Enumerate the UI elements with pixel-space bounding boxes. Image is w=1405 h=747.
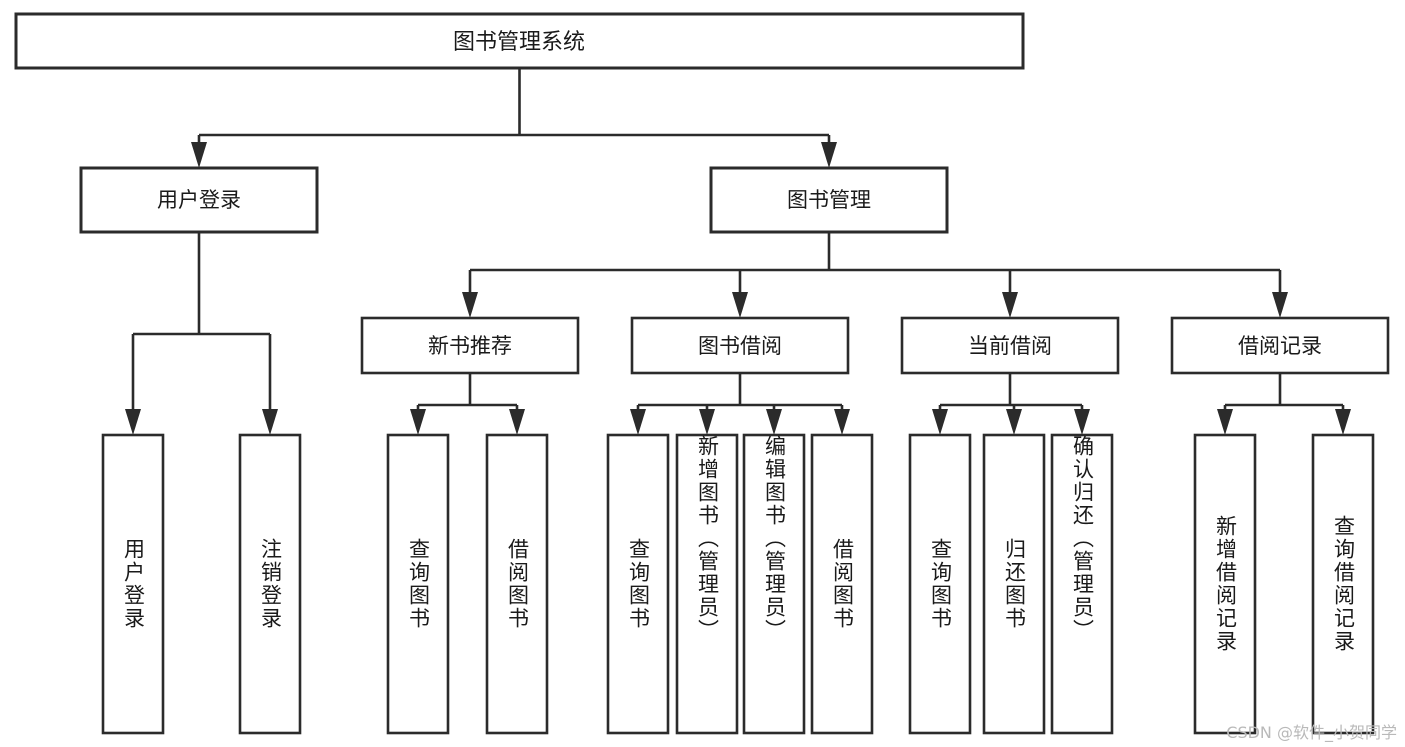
- connector-group-borrow-record-leaves: [1217, 373, 1351, 435]
- arrowhead-leaf-query-record: [1335, 409, 1351, 435]
- arrowhead-borrow-record: [1272, 292, 1288, 318]
- arrowhead-leaf-query-book-2: [630, 409, 646, 435]
- arrowhead-leaf-edit-book: [766, 409, 782, 435]
- node-book-borrow-box[interactable]: [630, 316, 850, 375]
- leaf-box-add-book[interactable]: [675, 433, 739, 735]
- watermark-text: CSDN @软件_小贺同学: [1226, 723, 1397, 742]
- arrowhead-leaf-borrow-book-2: [834, 409, 850, 435]
- node-user-login[interactable]: 用户登录: [79, 166, 319, 234]
- leaf-box-query-record[interactable]: [1311, 433, 1375, 735]
- arrowhead-new-book-rec: [462, 292, 478, 318]
- node-current-borrow-box[interactable]: [900, 316, 1120, 375]
- node-borrow-record-label: 借阅记录: [1238, 334, 1322, 358]
- node-current-borrow-label: 当前借阅: [968, 334, 1052, 358]
- arrowhead-user-login: [191, 142, 207, 168]
- node-borrow-record-box[interactable]: [1170, 316, 1390, 375]
- node-new-book-rec-label: 新书推荐: [428, 334, 512, 358]
- arrowhead-leaf-logout: [262, 409, 278, 435]
- node-new-book-rec-box[interactable]: [360, 316, 580, 375]
- arrowhead-leaf-query-book-1: [410, 409, 426, 435]
- connector-group-book-borrow-leaves: [630, 373, 850, 435]
- connector-group-new-book-rec-leaves: [410, 373, 525, 435]
- leaf-box-query-book-2[interactable]: [606, 433, 670, 735]
- node-borrow-record[interactable]: 借阅记录: [1170, 316, 1390, 375]
- arrowhead-current-borrow: [1002, 292, 1018, 318]
- arrowhead-leaf-add-record: [1217, 409, 1233, 435]
- node-user-login-label: 用户登录: [157, 188, 241, 212]
- arrowhead-leaf-user-login: [125, 409, 141, 435]
- node-user-login-box[interactable]: [79, 166, 319, 234]
- node-book-borrow-label: 图书借阅: [698, 334, 782, 358]
- leaf-box-confirm-return[interactable]: [1050, 433, 1114, 735]
- node-book-manage-box[interactable]: [709, 166, 949, 234]
- leaf-box-add-record[interactable]: [1193, 433, 1257, 735]
- arrowhead-book-borrow: [732, 292, 748, 318]
- connector-group-root: [191, 68, 837, 168]
- leaf-box-group: [101, 433, 1375, 735]
- leaf-box-return-book[interactable]: [982, 433, 1046, 735]
- leaf-box-borrow-book-2[interactable]: [810, 433, 874, 735]
- node-book-borrow[interactable]: 图书借阅: [630, 316, 850, 375]
- arrowhead-book-manage: [821, 142, 837, 168]
- arrowhead-leaf-return-book: [1006, 409, 1022, 435]
- node-root-box[interactable]: [14, 12, 1025, 70]
- arrowhead-leaf-confirm-return: [1074, 409, 1090, 435]
- node-book-manage-label: 图书管理: [787, 188, 871, 212]
- leaf-box-edit-book[interactable]: [742, 433, 806, 735]
- leaf-box-borrow-book-1[interactable]: [485, 433, 549, 735]
- arrowhead-leaf-add-book: [699, 409, 715, 435]
- leaf-box-user-login[interactable]: [101, 433, 165, 735]
- arrowhead-leaf-query-book-3: [932, 409, 948, 435]
- node-new-book-rec[interactable]: 新书推荐: [360, 316, 580, 375]
- node-root[interactable]: 图书管理系统: [14, 12, 1025, 70]
- node-root-label: 图书管理系统: [453, 30, 585, 55]
- leaf-box-logout[interactable]: [238, 433, 302, 735]
- connector-group-current-borrow-leaves: [932, 373, 1090, 435]
- connector-group-book-manage: [462, 232, 1288, 318]
- node-current-borrow[interactable]: 当前借阅: [900, 316, 1120, 375]
- arrowhead-leaf-borrow-book-1: [509, 409, 525, 435]
- leaf-box-query-book-1[interactable]: [386, 433, 450, 735]
- node-book-manage[interactable]: 图书管理: [709, 166, 949, 234]
- leaf-box-query-book-3[interactable]: [908, 433, 972, 735]
- connector-group-user-login-leaves: [125, 232, 278, 435]
